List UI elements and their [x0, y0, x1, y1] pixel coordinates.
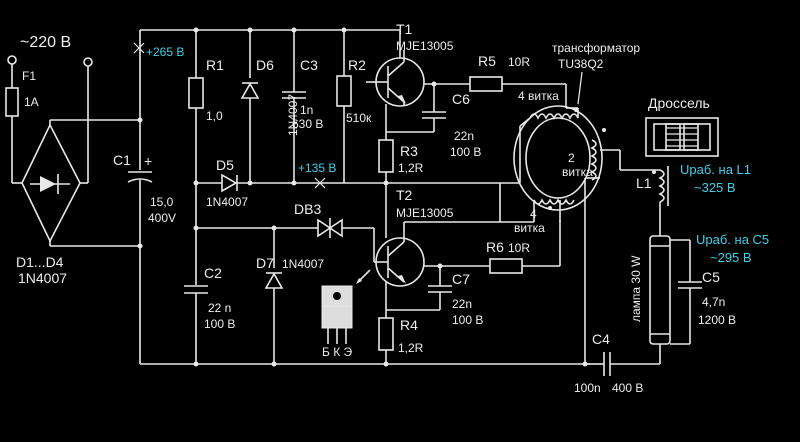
t2-ref: T2 — [396, 187, 413, 203]
c5-ref: C5 — [702, 269, 720, 285]
to220-body — [321, 305, 353, 329]
toroid-inner — [525, 117, 591, 199]
r1-value: 1,0 — [206, 109, 223, 123]
d5-ref: D5 — [216, 157, 234, 173]
r1-c2-branch: R1 1,0 C2 22 n 100 В D5 1N4007 — [184, 30, 500, 364]
c4-ref: C4 — [592, 331, 610, 347]
c1-plus: + — [144, 153, 152, 169]
t1-ref: T1 — [396, 21, 413, 37]
c5-value: 4,7n — [702, 295, 725, 309]
r1-resistor — [188, 77, 204, 109]
diode-bridge: D1...D4 1N4007 — [16, 119, 140, 286]
transformer-title: трансформатор — [552, 41, 640, 55]
r2-value: 510к — [346, 111, 372, 125]
c7-value: 22n — [452, 297, 472, 311]
c5-voltage: 1200 В — [698, 313, 736, 327]
trigger-network: DB3 D7 1N4007 — [256, 201, 375, 364]
t2-part: MJE13005 — [396, 206, 454, 220]
c3-ref: C3 — [300, 57, 318, 73]
c3-value: 1n — [300, 103, 313, 117]
node-135-label: +135 В — [298, 161, 336, 175]
t1-part: MJE13005 — [396, 39, 454, 53]
choke-ref: L1 — [636, 175, 652, 191]
d5-part: 1N4007 — [206, 195, 248, 209]
snubber-branch: D6 1N4007 C3 1n 630 В R2 510к +135 В — [240, 27, 372, 189]
r6-resistor — [489, 258, 523, 274]
c1-ref: C1 — [113, 152, 131, 168]
mains-terminal-right — [83, 57, 93, 67]
transformer-tu38q2: трансформатор TU38Q2 4 витка 2 витка 4 в… — [404, 41, 640, 365]
mains-input: ~220 В F1 1A — [5, 34, 93, 184]
r6-value: 10R — [508, 241, 530, 255]
transformer-part: TU38Q2 — [558, 57, 604, 71]
winding-2-label-b: витка — [562, 165, 593, 179]
db3-ref: DB3 — [294, 201, 321, 217]
fuse-ref: F1 — [22, 69, 36, 83]
lamp-assembly: лампа 30 W C5 4,7n 1200 В Uраб. на C5 ~2… — [629, 232, 769, 364]
c3-voltage: 630 В — [292, 117, 323, 131]
to220-pinout: Б К Э — [321, 269, 371, 359]
r1-ref: R1 — [206, 57, 224, 73]
choke-note-value: ~325 В — [694, 180, 736, 195]
winding-1-label: 4 витка — [518, 89, 559, 103]
transistor-t1: T1 MJE13005 R5 10R C6 22n 100 В R3 1,2R — [366, 21, 567, 186]
transistor-t2: T2 MJE13005 R6 10R C7 22n 100 В R4 1,2R — [373, 183, 561, 364]
r5-resistor — [469, 76, 503, 92]
r3-resistor — [378, 139, 394, 173]
lamp-tube — [649, 235, 671, 345]
choke-l1: Дроссель L1 Uраб. на L1 ~325 В — [636, 95, 751, 236]
r6-ref: R6 — [486, 239, 504, 255]
choke-frame — [645, 117, 719, 157]
c6-voltage: 100 В — [450, 145, 481, 159]
c4-value: 100n — [574, 381, 601, 395]
c5-note-title: Uраб. на C5 — [696, 232, 769, 247]
c2-voltage: 100 В — [204, 317, 235, 331]
r3-ref: R3 — [400, 143, 418, 159]
r2-resistor — [336, 75, 352, 107]
winding-3-label-b: витка — [514, 221, 545, 235]
c7-ref: C7 — [452, 271, 470, 287]
c6-value: 22n — [454, 129, 474, 143]
bridge-part: 1N4007 — [18, 270, 67, 286]
fuse-f1 — [5, 87, 19, 117]
r4-resistor — [378, 317, 394, 351]
lamp-label: лампа 30 W — [629, 255, 643, 322]
c4-voltage: 400 В — [612, 381, 643, 395]
c1-value: 15,0 — [150, 195, 174, 209]
d6-part: 1N4007 — [286, 94, 300, 136]
r3-value: 1,2R — [398, 161, 424, 175]
d7-ref: D7 — [256, 255, 274, 271]
c5-note-value: ~295 В — [710, 250, 752, 265]
r4-ref: R4 — [400, 317, 418, 333]
c4-capacitor: C4 100n 400 В — [574, 331, 660, 395]
power-rails: + C1 15,0 400V +265 В — [113, 29, 590, 365]
node-265-label: +265 В — [146, 45, 184, 59]
choke-note-title: Uраб. на L1 — [680, 162, 751, 177]
mains-voltage-label: ~220 В — [20, 34, 71, 51]
pinout-label: Б К Э — [322, 345, 353, 359]
c6-ref: C6 — [452, 91, 470, 107]
winding-2-label-a: 2 — [568, 151, 575, 165]
c7-voltage: 100 В — [452, 313, 483, 327]
mains-terminal-left — [7, 55, 17, 65]
r5-value: 10R — [508, 55, 530, 69]
choke-title: Дроссель — [648, 95, 710, 111]
r2-ref: R2 — [348, 57, 366, 73]
bridge-ref: D1...D4 — [16, 254, 64, 270]
c1-voltage: 400V — [148, 211, 176, 225]
d7-part: 1N4007 — [282, 257, 324, 271]
fuse-value: 1A — [24, 95, 39, 109]
r5-ref: R5 — [478, 53, 496, 69]
c2-value: 22 n — [208, 301, 231, 315]
d6-ref: D6 — [256, 57, 274, 73]
r4-value: 1,2R — [398, 341, 424, 355]
toroid-outer — [513, 105, 603, 211]
c2-ref: C2 — [204, 265, 222, 281]
